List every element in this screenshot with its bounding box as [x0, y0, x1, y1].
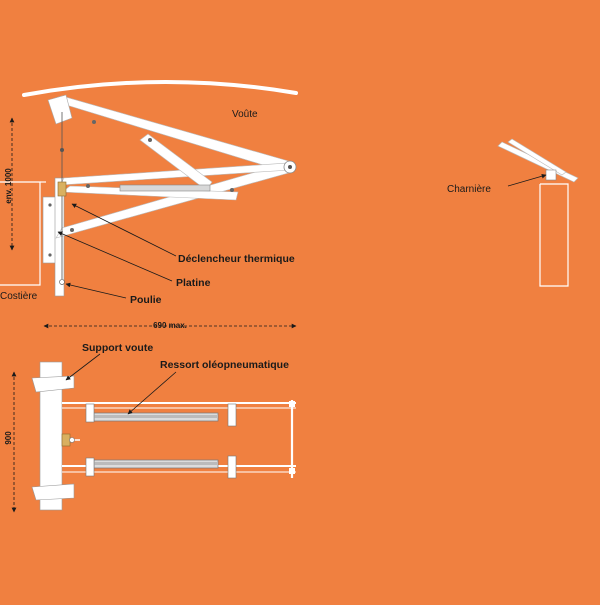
hinge-block	[545, 169, 557, 181]
platine-label: Platine	[176, 277, 211, 289]
support-voute-top	[31, 375, 75, 393]
charniere-label: Charnière	[447, 184, 491, 195]
upper-arm-hinge	[47, 94, 73, 125]
side-view: env. 1000 690 max. Voûte Déclencheur the…	[0, 79, 298, 330]
width-label: 690 max.	[153, 321, 187, 330]
leader-charniere	[507, 173, 547, 187]
voute-arc	[22, 79, 298, 97]
declencheur-label: Déclencheur thermique	[178, 253, 295, 265]
hinge-cover-2	[507, 138, 567, 176]
spring-side	[119, 184, 211, 192]
declencheur-part	[57, 181, 67, 197]
leader-ressort	[127, 371, 177, 415]
height-side-label: env. 1000	[4, 168, 13, 204]
hinge-cover	[497, 141, 579, 183]
hinge-view: Charnière	[447, 138, 579, 287]
hinge-costiere-outline	[539, 183, 569, 287]
poulie-label: Poulie	[130, 294, 162, 306]
link-arm-2	[61, 185, 239, 201]
top-view: 900 Support voute Ressort oléopneumatiqu…	[4, 342, 296, 513]
support-voute-bottom	[31, 483, 75, 501]
leader-declencheur	[71, 203, 177, 257]
voute-label: Voûte	[232, 109, 258, 120]
height-top-label: 900	[4, 431, 13, 445]
top-trigger	[61, 433, 71, 447]
costiere-label: Costière	[0, 291, 38, 302]
leader-support-voute	[65, 353, 101, 381]
leader-platine	[57, 231, 173, 282]
support-voute-label: Support voute	[82, 342, 153, 354]
costiere-outline	[0, 181, 41, 286]
ressort-label: Ressort oléopneumatique	[160, 359, 289, 371]
leader-poulie	[65, 282, 127, 299]
link-arm	[139, 133, 213, 191]
